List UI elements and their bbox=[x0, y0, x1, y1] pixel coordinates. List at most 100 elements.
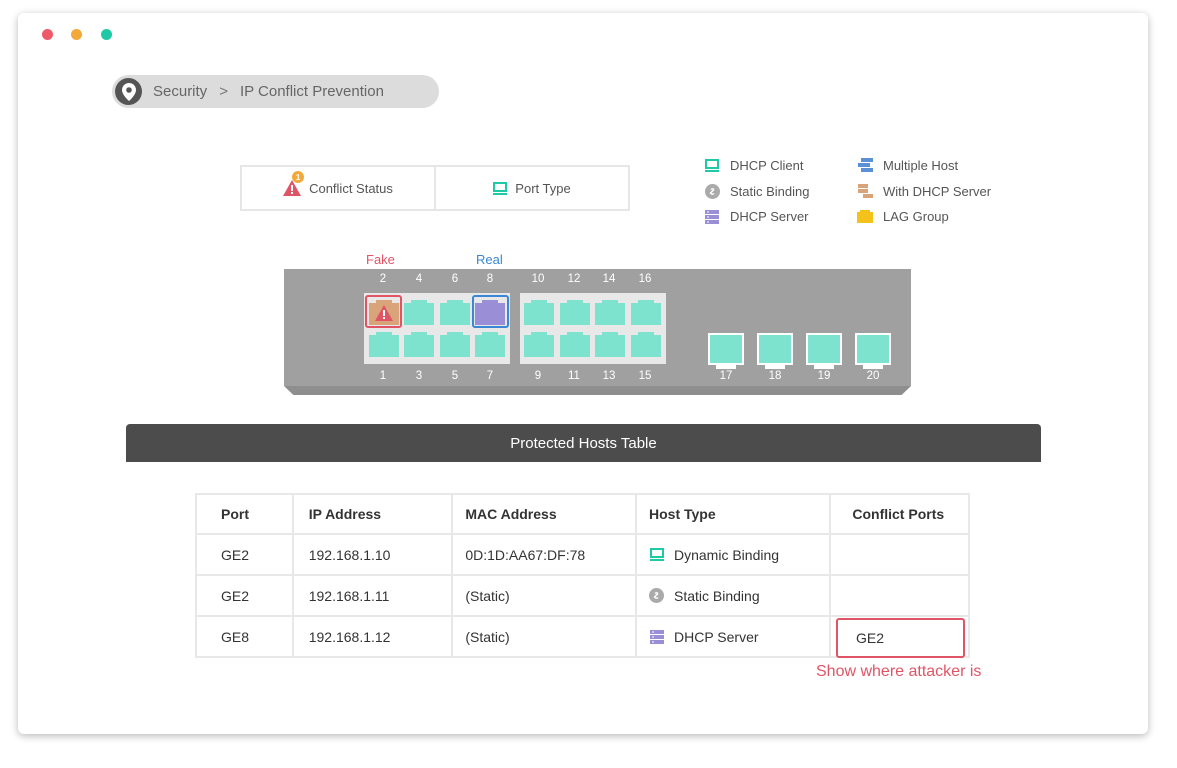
column-header-ip[interactable]: IP Address bbox=[291, 493, 454, 535]
host-type-label: Static Binding bbox=[674, 587, 760, 604]
monitor-icon bbox=[704, 158, 720, 174]
monitor-icon bbox=[493, 181, 508, 195]
attacker-annotation: Show where attacker is bbox=[816, 663, 982, 680]
fake-port-highlight bbox=[365, 295, 402, 328]
close-window-button[interactable] bbox=[42, 29, 53, 40]
sfp-port-17[interactable] bbox=[708, 333, 744, 369]
table-row[interactable]: GE2 192.168.1.10 0D:1D:AA67:DF:78 Dynami… bbox=[195, 533, 970, 576]
legend-item-dhcp-server: DHCP Server bbox=[704, 204, 810, 230]
server-icon bbox=[704, 209, 720, 225]
multi-host-icon bbox=[857, 158, 873, 174]
port-number: 14 bbox=[602, 273, 616, 285]
conflict-port-link[interactable]: GE2 bbox=[836, 618, 965, 658]
legend-item-dhcp-client: DHCP Client bbox=[704, 153, 810, 179]
column-header-port[interactable]: Port bbox=[195, 493, 294, 535]
link-icon bbox=[704, 183, 720, 199]
cell-ip: 192.168.1.12 bbox=[291, 615, 454, 658]
location-pin-icon bbox=[115, 78, 142, 105]
cell-host-type: DHCP Server bbox=[634, 615, 832, 658]
lag-group-icon bbox=[857, 209, 873, 225]
warning-icon: 1 bbox=[283, 171, 305, 196]
switch-base bbox=[284, 386, 911, 395]
legend-item-lag-group: LAG Group bbox=[857, 204, 991, 230]
port-16[interactable] bbox=[631, 300, 661, 325]
port-13[interactable] bbox=[595, 332, 625, 357]
host-type-label: DHCP Server bbox=[674, 628, 759, 645]
breadcrumb-page: IP Conflict Prevention bbox=[239, 83, 384, 100]
port-number: 19 bbox=[817, 370, 831, 382]
minimize-window-button[interactable] bbox=[71, 29, 82, 40]
cell-mac: (Static) bbox=[451, 615, 637, 658]
port-number: 17 bbox=[719, 370, 733, 382]
port-number: 7 bbox=[486, 370, 494, 382]
sfp-port-19[interactable] bbox=[806, 333, 842, 369]
port-number: 11 bbox=[568, 370, 580, 382]
cell-conflict-ports bbox=[829, 615, 970, 658]
column-header-mac[interactable]: MAC Address bbox=[451, 493, 637, 535]
link-icon bbox=[649, 588, 664, 603]
port-number: 4 bbox=[415, 273, 423, 285]
port-number: 15 bbox=[638, 370, 652, 382]
tab-port-type[interactable]: Port Type bbox=[434, 167, 628, 209]
cell-conflict-ports bbox=[829, 574, 970, 617]
cell-ip: 192.168.1.10 bbox=[291, 533, 454, 576]
maximize-window-button[interactable] bbox=[101, 29, 112, 40]
monitor-icon bbox=[649, 547, 664, 562]
legend-label: DHCP Client bbox=[730, 158, 804, 174]
port-15[interactable] bbox=[631, 332, 661, 357]
cell-port: GE8 bbox=[195, 615, 294, 658]
port-5[interactable] bbox=[440, 332, 470, 357]
port-number: 10 bbox=[531, 273, 545, 285]
port-6[interactable] bbox=[440, 300, 470, 325]
port-number: 2 bbox=[379, 273, 387, 285]
port-number: 9 bbox=[534, 370, 542, 382]
host-type-label: Dynamic Binding bbox=[674, 546, 780, 563]
cell-conflict-ports bbox=[829, 533, 970, 576]
breadcrumb: Security > IP Conflict Prevention bbox=[112, 75, 439, 108]
legend-item-multiple-host: Multiple Host bbox=[857, 153, 991, 179]
port-3[interactable] bbox=[404, 332, 434, 357]
app-window: Security > IP Conflict Prevention 1 Conf… bbox=[18, 13, 1148, 734]
port-8-real[interactable] bbox=[475, 300, 505, 325]
warning-icon bbox=[375, 305, 393, 321]
port-number: 12 bbox=[567, 273, 581, 285]
breadcrumb-separator: > bbox=[219, 83, 228, 100]
port-2-fake[interactable] bbox=[369, 300, 399, 325]
breadcrumb-section[interactable]: Security bbox=[153, 83, 208, 100]
port-4[interactable] bbox=[404, 300, 434, 325]
legend-label: DHCP Server bbox=[730, 209, 809, 225]
port-11[interactable] bbox=[560, 332, 590, 357]
legend-column-2: Multiple Host With DHCP Server LAG Group bbox=[857, 153, 991, 230]
port-9[interactable] bbox=[524, 332, 554, 357]
legend-item-with-dhcp-server: With DHCP Server bbox=[857, 179, 991, 205]
sfp-port-20[interactable] bbox=[855, 333, 891, 369]
port-number: 18 bbox=[768, 370, 782, 382]
legend-label: LAG Group bbox=[883, 209, 949, 225]
real-port-highlight bbox=[472, 295, 509, 328]
port-number: 5 bbox=[451, 370, 459, 382]
port-14[interactable] bbox=[595, 300, 625, 325]
real-port-label: Real bbox=[476, 252, 503, 267]
legend-label: With DHCP Server bbox=[883, 183, 992, 199]
server-icon bbox=[649, 629, 664, 644]
port-12[interactable] bbox=[560, 300, 590, 325]
table-row[interactable]: GE2 192.168.1.11 (Static) Static Binding bbox=[195, 574, 970, 617]
cell-ip: 192.168.1.11 bbox=[291, 574, 454, 617]
legend-label: Multiple Host bbox=[883, 158, 959, 174]
conflict-count-badge: 1 bbox=[292, 171, 305, 183]
sfp-port-18[interactable] bbox=[757, 333, 793, 369]
port-7[interactable] bbox=[475, 332, 505, 357]
column-header-conflict-ports[interactable]: Conflict Ports bbox=[829, 493, 970, 535]
tab-conflict-status-label: Conflict Status bbox=[309, 180, 393, 196]
port-1[interactable] bbox=[369, 332, 399, 357]
cell-mac: 0D:1D:AA67:DF:78 bbox=[451, 533, 637, 576]
port-10[interactable] bbox=[524, 300, 554, 325]
column-header-host-type[interactable]: Host Type bbox=[634, 493, 832, 535]
cell-host-type: Dynamic Binding bbox=[634, 533, 832, 576]
dhcp-server-mixed-icon bbox=[857, 183, 873, 199]
protected-hosts-header: Protected Hosts Table bbox=[126, 424, 1041, 462]
port-number: 20 bbox=[866, 370, 880, 382]
tab-conflict-status[interactable]: 1 Conflict Status bbox=[242, 167, 434, 209]
table-header-row: Port IP Address MAC Address Host Type Co… bbox=[195, 493, 970, 535]
table-row[interactable]: GE8 192.168.1.12 (Static) DHCP Server bbox=[195, 615, 970, 658]
